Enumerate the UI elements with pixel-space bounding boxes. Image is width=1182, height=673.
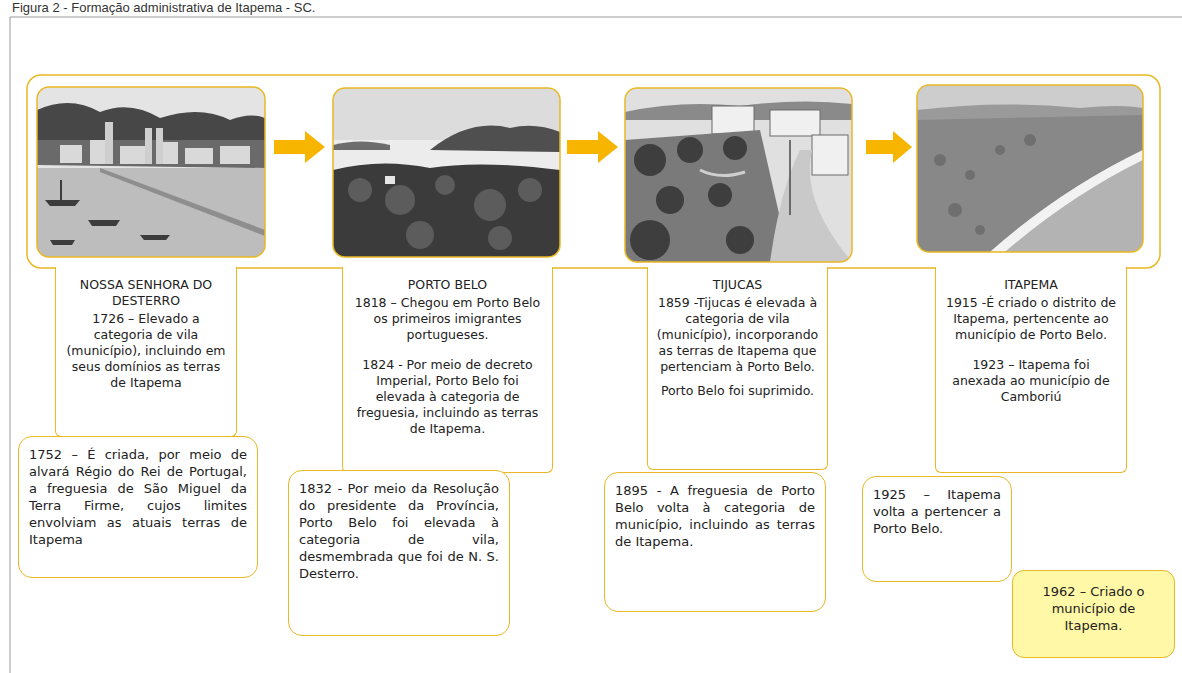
photo-border (917, 85, 1143, 252)
photo-tijucas (625, 88, 852, 262)
stage-heading: ITAPEMA (944, 277, 1118, 293)
frame-line (10, 17, 1182, 18)
photo-border (37, 87, 265, 257)
flow-arrow (274, 131, 325, 163)
stage-box: ITAPEMA 1915 -É criado o distrito de Itap… (935, 267, 1127, 473)
stage-heading: TIJUCAS (656, 277, 819, 293)
event-text: 1923 – Itapema foi anexada ao município … (944, 357, 1118, 405)
event-box: 1925 – Itapema volta a pertencer a Porto… (862, 476, 1012, 582)
photo-border (625, 88, 852, 262)
figure-title: Figura 2 - Formação administrativa de It… (12, 0, 315, 15)
photo-border (333, 88, 560, 257)
photo-porto-belo (333, 88, 560, 257)
event-text: 1895 - A freguesia de Porto Belo volta à… (615, 482, 815, 550)
event-text: 1726 – Elevado a categoria de vila (muni… (64, 311, 228, 391)
frame-line (10, 17, 11, 673)
photo-itapema (917, 85, 1143, 252)
photo-desterro (37, 87, 265, 257)
event-box: 1895 - A freguesia de Porto Belo volta à… (604, 472, 826, 612)
flow-arrows (274, 131, 912, 163)
flow-arrow (866, 131, 912, 163)
event-box: 1752 – É criada, por meio de alvará Régi… (18, 436, 258, 578)
event-text: Porto Belo foi suprimido. (656, 383, 819, 399)
event-text: 1824 - Por meio de decreto Imperial, Por… (351, 357, 544, 437)
event-text: 1859 -Tijucas é elevada à categoria de v… (656, 295, 819, 375)
highlight-box: 1962 – Criado o município de Itapema. (1012, 570, 1175, 658)
event-text: 1962 – Criado o município de Itapema. (1023, 583, 1164, 634)
event-text: 1818 – Chegou em Porto Belo os primeiros… (351, 295, 544, 343)
event-text: 1915 -É criado o distrito de Itapema, pe… (944, 295, 1118, 343)
stage-heading: PORTO BELO (351, 277, 544, 293)
event-text: 1832 - Por meio da Resolução do presiden… (299, 480, 499, 582)
stage-box: PORTO BELO 1818 – Chegou em Porto Belo os… (342, 267, 553, 473)
stage-heading: NOSSA SENHORA DO DESTERRO (64, 277, 228, 309)
page-frame (10, 17, 1182, 673)
event-text: 1752 – É criada, por meio de alvará Régi… (29, 446, 247, 548)
event-box: 1832 - Por meio da Resolução do presiden… (288, 470, 510, 636)
event-text: 1925 – Itapema volta a pertencer a Porto… (873, 486, 1001, 537)
photo-strip (27, 75, 1160, 268)
flow-arrow (567, 131, 618, 163)
stage-box: NOSSA SENHORA DO DESTERRO1726 – Elevado … (55, 267, 237, 437)
stage-box: TIJUCAS 1859 -Tijucas é elevada à categor… (647, 267, 828, 470)
